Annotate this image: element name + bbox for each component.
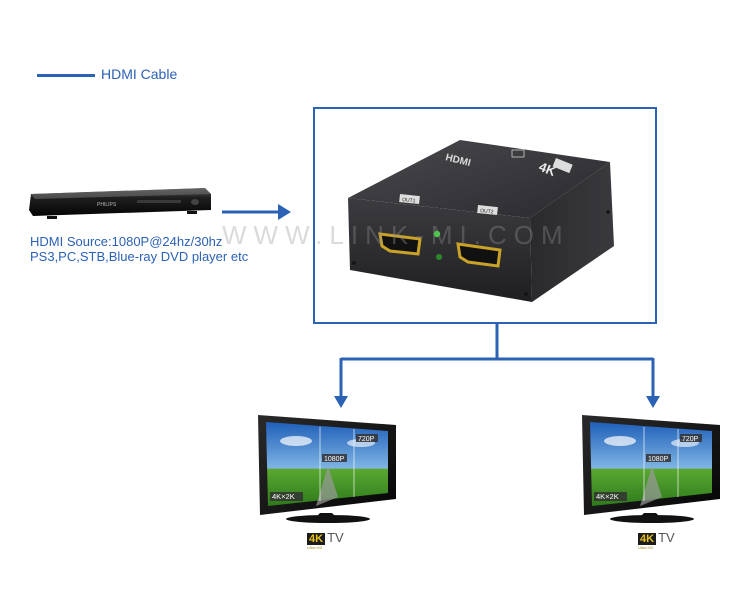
led-1 xyxy=(433,230,441,238)
right-arrow-icon xyxy=(646,396,660,408)
tv2-label-4k2k: 4K×2K xyxy=(596,492,619,501)
tv2-label-720: 720P xyxy=(682,436,699,443)
source-line-2: PS3,PC,STB,Blue-ray DVD player etc xyxy=(30,249,249,264)
watermark: WWW.LINK-MI.COM xyxy=(222,220,570,250)
badge-4k: 4K xyxy=(537,159,559,179)
tv2-logo-tv: TV xyxy=(658,530,675,545)
tv2-logo-4k: 4K xyxy=(638,533,657,545)
tv1-label-720: 720P xyxy=(358,436,375,443)
tv1-logo-tv: TV xyxy=(327,530,344,545)
source-line-1: HDMI Source:1080P@24hz/30hz xyxy=(30,234,223,249)
player-brand: PHILIPS xyxy=(97,202,117,208)
legend-label: HDMI Cable xyxy=(101,66,178,82)
hdmi-splitter-device: HDMI 4K OUT1 OUT2 xyxy=(348,140,614,302)
hdmi-port-2 xyxy=(456,242,502,268)
tv1-logo-4k: 4K xyxy=(307,533,326,545)
hdmi-port-1 xyxy=(378,232,422,256)
source-description: HDMI Source:1080P@24hz/30hz PS3,PC,STB,B… xyxy=(30,234,248,264)
legend-line xyxy=(37,74,95,77)
tv-1-icon: 720P 1080P 4K×2K xyxy=(258,415,396,523)
tv2-label-1080: 1080P xyxy=(648,456,669,463)
out1-label: OUT1 xyxy=(402,197,416,204)
tv1-label-4k2k: 4K×2K xyxy=(272,492,295,501)
tv2-logo-sub: Ultra HD xyxy=(638,545,654,550)
dvd-player-icon: PHILIPS xyxy=(29,188,211,219)
tv-2-icon: 720P 1080P 4K×2K xyxy=(582,415,720,523)
source-arrow-icon xyxy=(278,204,291,220)
led-2 xyxy=(436,254,442,260)
out2-label: OUT2 xyxy=(480,208,494,215)
tv1-logo-sub: Ultra HD xyxy=(307,545,323,550)
tv1-label-1080: 1080P xyxy=(324,456,345,463)
left-arrow-icon xyxy=(334,396,348,408)
